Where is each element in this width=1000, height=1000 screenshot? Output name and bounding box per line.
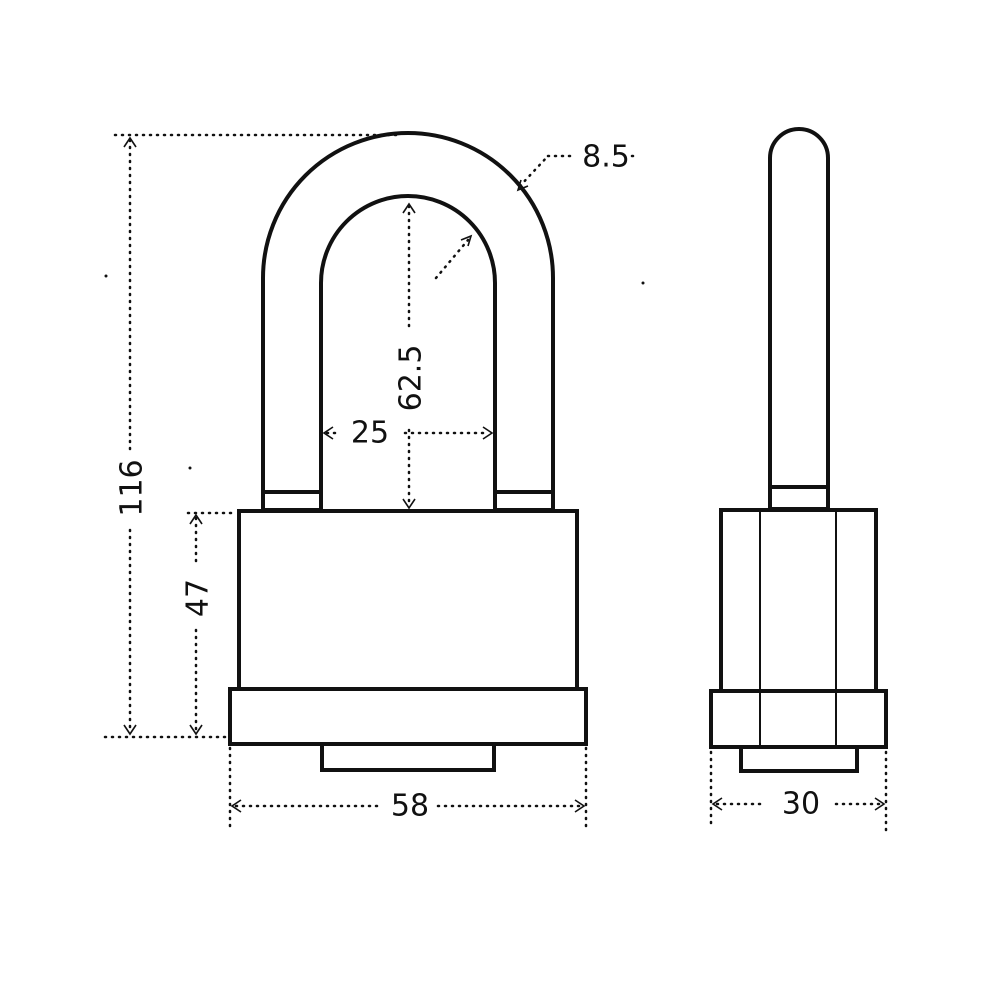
label-shackle-inner-width: 25 (351, 416, 389, 451)
label-shackle-inner-height: 62.5 (394, 345, 429, 412)
dimension-body-width: 58 (228, 746, 588, 834)
dimension-body-depth: 30 (709, 750, 888, 838)
label-body-width: 58 (391, 789, 429, 824)
dimension-shackle-inner-height: 62.5 (394, 202, 429, 510)
stray-dot (641, 281, 645, 285)
label-overall-height: 116 (115, 459, 150, 516)
dimension-overall-height: 116 (103, 133, 402, 739)
dimension-body-height: 47 (181, 511, 238, 736)
side-key-cylinder (739, 745, 859, 773)
side-view (709, 127, 888, 773)
front-key-cylinder (320, 742, 496, 772)
front-body (237, 509, 579, 691)
label-body-height: 47 (181, 579, 216, 617)
label-shackle-diameter: 8.5 (582, 140, 630, 175)
front-bumper (228, 687, 588, 746)
label-body-depth: 30 (782, 787, 820, 822)
side-bumper (709, 689, 888, 749)
side-body (719, 508, 878, 693)
dimension-shackle-inner-width: 25 (322, 416, 494, 451)
front-view (228, 131, 588, 772)
stray-dot (104, 274, 108, 278)
side-shackle (768, 127, 830, 510)
front-shackle (261, 131, 555, 512)
dimension-shackle-diameter: 8.5 (434, 140, 636, 280)
stray-dot (188, 466, 192, 470)
